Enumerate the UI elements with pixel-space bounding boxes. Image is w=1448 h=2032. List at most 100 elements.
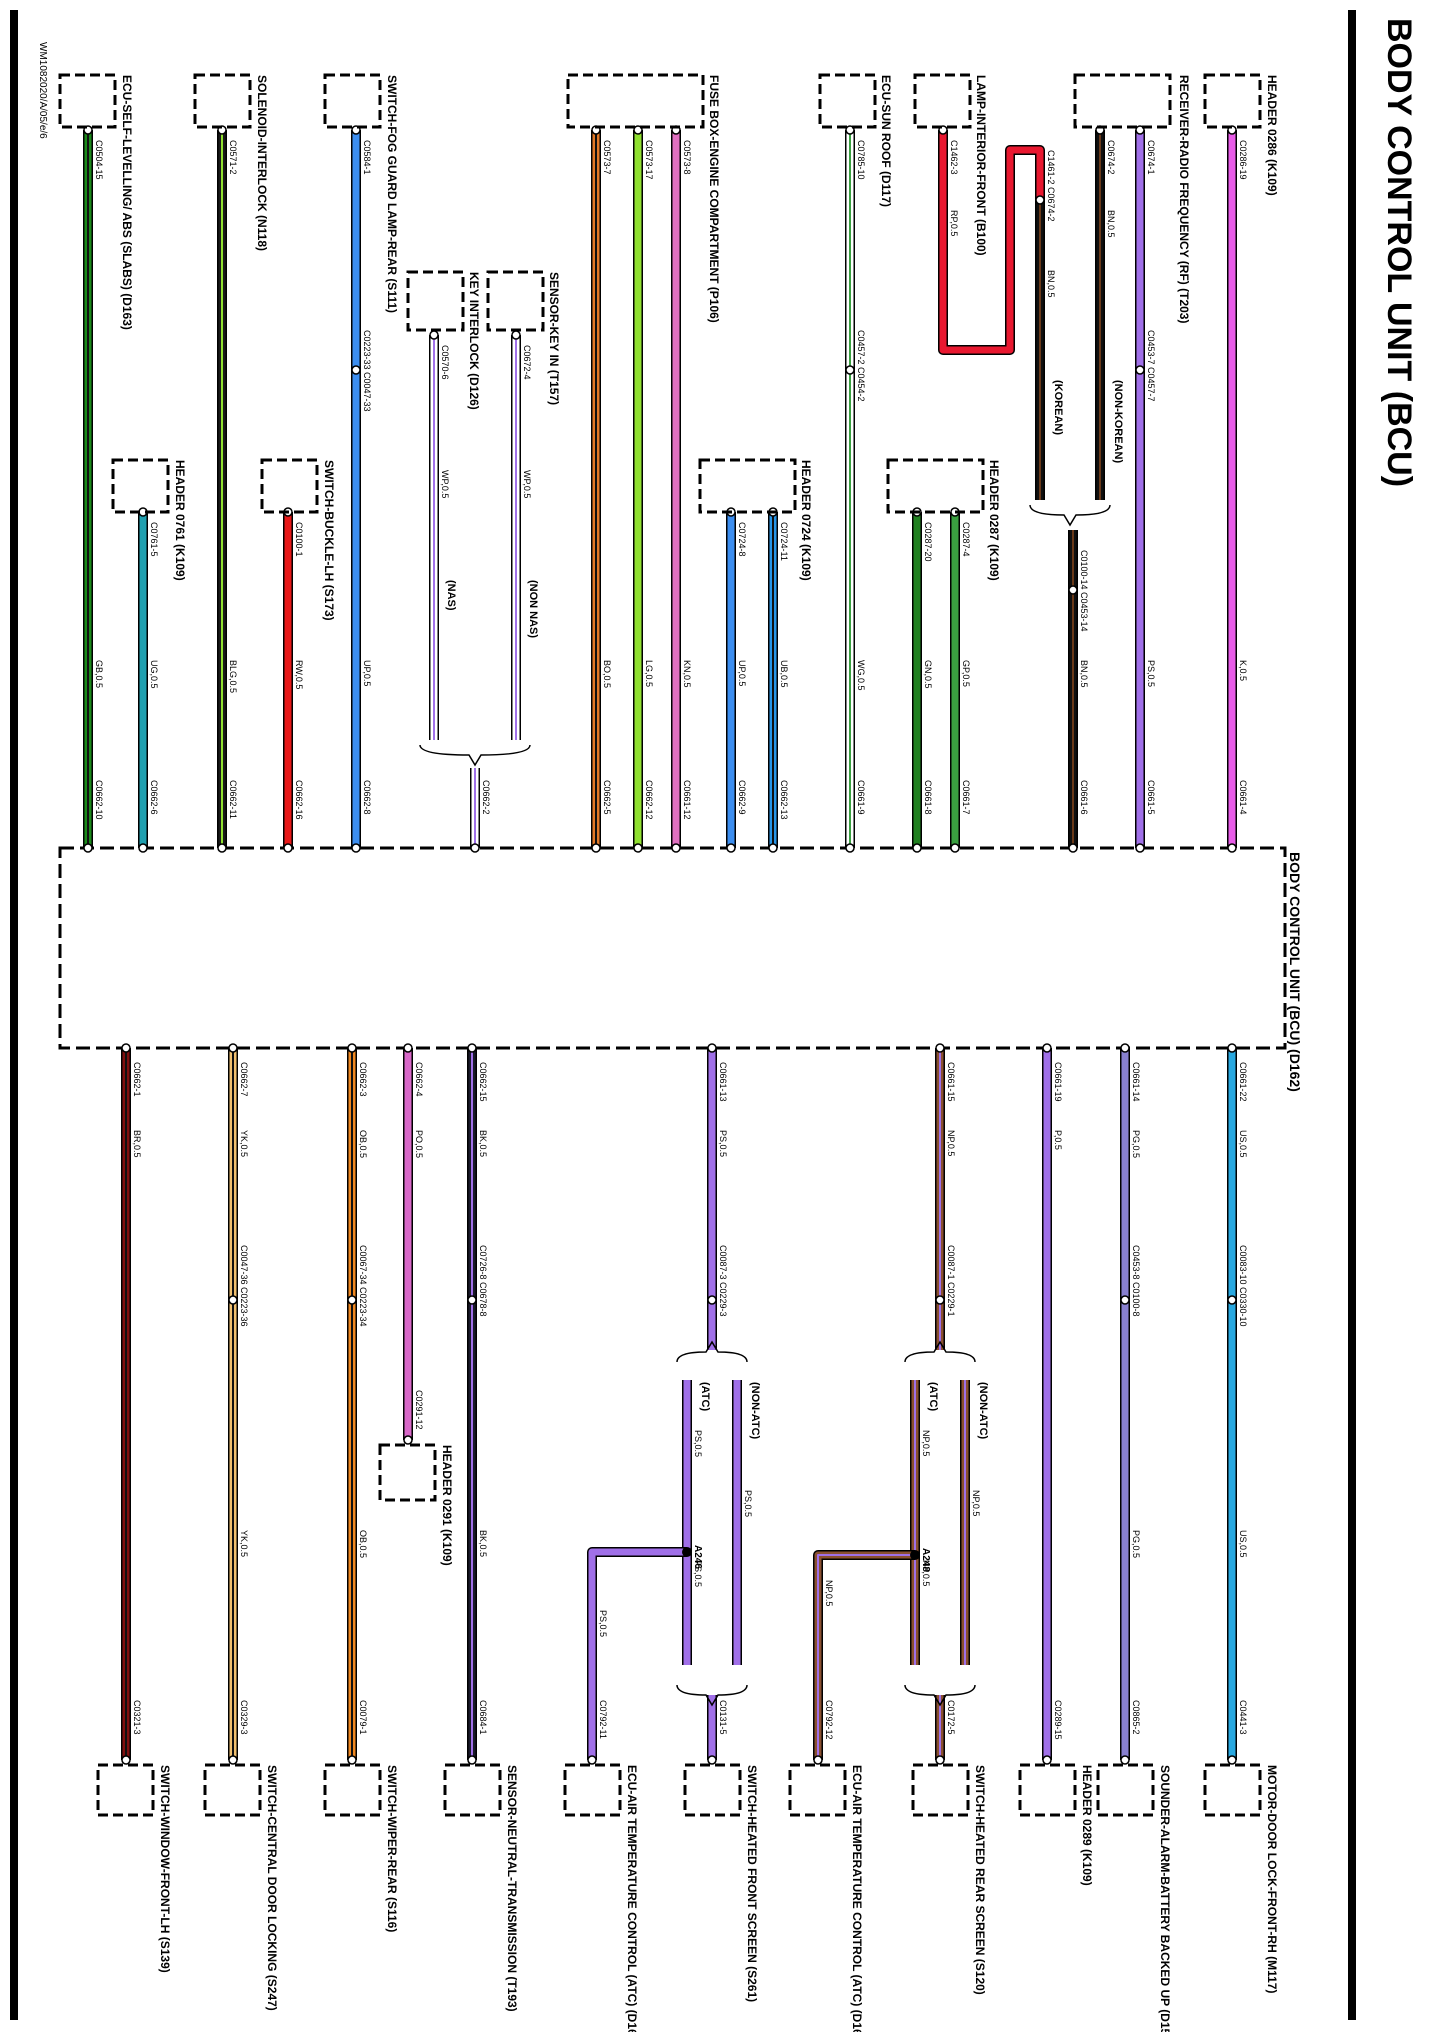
connector-box (788, 1763, 847, 1817)
wire-code-label: PO,0.5 (414, 1130, 424, 1158)
brace-nas (419, 744, 531, 767)
pin-c0662-8 (351, 843, 361, 853)
pin-c0662-3 (347, 1043, 357, 1053)
pin-label: C0792-11 (598, 1700, 608, 1739)
wire-code-label: WP,0.5 (522, 470, 532, 498)
component-name: SENSOR-KEY IN (T157) (547, 272, 561, 405)
inline-connector (228, 1295, 238, 1305)
connector-box (486, 270, 545, 332)
component-name: ECU-SUN ROOF (D117) (879, 75, 893, 207)
korean-pin-label: C1461-2 C0674-2 (1046, 150, 1056, 222)
component-name: SWITCH-WIPER-REAR (S116) (385, 1765, 399, 1932)
wire-code-label: NP,0.5 (824, 1580, 834, 1606)
component-name: FUSE BOX-ENGINE COMPARTMENT (P106) (707, 75, 721, 323)
bcu-pin-label: C0661-6 (1079, 780, 1089, 815)
pin-c0441-3 (1227, 1755, 1237, 1765)
wire-code-label: PG,0.5 (1131, 1130, 1141, 1158)
connector-box (683, 1763, 742, 1817)
connector-box (443, 1763, 502, 1817)
wire-code-label: P,0.5 (1053, 1130, 1063, 1150)
bcu-pin-label: C0662-4 (414, 1062, 424, 1097)
connector-box (1203, 1763, 1262, 1817)
pin-label: C0672-4 (522, 345, 532, 380)
pin-label: C0684-1 (478, 1700, 488, 1735)
wire-code-label: BR,0.5 (132, 1130, 142, 1158)
pin-c0662-1 (121, 1043, 131, 1053)
connector-box (566, 73, 705, 129)
inline-connector-label: C0453-7 C0457-7 (1146, 330, 1156, 402)
pin-c0662-6 (138, 843, 148, 853)
pin-label: C0441-3 (1238, 1700, 1248, 1735)
pin-c0662-9 (726, 843, 736, 853)
pin-label: C0724-11 (779, 522, 789, 561)
pin-label: C0573-7 (602, 140, 612, 175)
pin-label: C0724-8 (737, 522, 747, 557)
wire-code-label: BN,0.5 (1079, 660, 1089, 688)
component-name: SWITCH-BUCKLE-LH (S173) (322, 460, 336, 621)
wire-lamp-interior (938, 130, 1045, 355)
wire-code-label: PS,0.5 (598, 1610, 608, 1637)
pin-label: C0079-1 (358, 1700, 368, 1735)
bcu-pin-label: C0661-7 (961, 780, 971, 815)
brace-atc (904, 1684, 976, 1707)
splice-a246 (682, 1547, 692, 1557)
wire-code-label: RP,0.5 (949, 210, 959, 236)
pin-label: C0792-12 (824, 1700, 834, 1740)
brace-korean (1029, 504, 1111, 527)
pin-label: C0321-3 (132, 1700, 142, 1735)
variant-label-non-atc: (NON-ATC) (749, 1382, 761, 1440)
pin-label: C0172-5 (946, 1700, 956, 1735)
wire-code-label: PS,0.5 (718, 1130, 728, 1157)
pin-label: C0287-4 (961, 522, 971, 557)
pin-c0662-7 (228, 1043, 238, 1053)
pin-c0662-16 (283, 843, 293, 853)
bcu-pin-label: C0661-22 (1238, 1062, 1248, 1102)
variant-label-nas: (NAS) (445, 580, 457, 611)
wire-layer (58, 73, 1262, 1817)
bcu-pin-label: C0661-9 (856, 780, 866, 815)
bcu-pin-label: C0662-1 (132, 1062, 142, 1097)
pin-c0792-11 (587, 1755, 597, 1765)
connector-box (563, 1763, 622, 1817)
pin-label: C0100-1 (294, 522, 304, 557)
connector-box (1073, 73, 1172, 129)
inline-connector (845, 365, 855, 375)
component-name: SWITCH-FOG GUARD LAMP-REAR (S111) (385, 75, 399, 313)
wire-code-label: WG,0.5 (856, 660, 866, 691)
bcu-pin-label: C0662-7 (239, 1062, 249, 1097)
pin-c0661-15 (935, 1043, 945, 1053)
pin-label: C1462-3 (949, 140, 959, 175)
pin-c0662-10 (83, 843, 93, 853)
label-layer: C0286-19C0661-4K,0.5C0674-1C0661-5PS,0.5… (94, 75, 1279, 2032)
inline-connector (1227, 1295, 1237, 1305)
pin-c0661-19 (1042, 1043, 1052, 1053)
bcu-pin-label: C0662-16 (294, 780, 304, 820)
inline-connector-label: C0453-8 C0100-8 (1131, 1245, 1141, 1317)
pin-label: C0286-19 (1238, 140, 1248, 180)
pin-c0661-7 (950, 843, 960, 853)
connector-box (1018, 1763, 1077, 1817)
connector-box (58, 73, 117, 129)
wire-code-label: OB,0.5 (358, 1130, 368, 1158)
pin-c0661-4 (1227, 843, 1237, 853)
pin-c0662-11 (217, 843, 227, 853)
component-name: SOUNDER-ALARM-BATTERY BACKED UP (D154) (1158, 1765, 1172, 2032)
component-name: HEADER 0287 (K109) (987, 460, 1001, 581)
bcu-pin-label: C0661-12 (682, 780, 692, 820)
variant-label-non-korean: (NON-KOREAN) (1112, 380, 1124, 463)
bcu-pin-label: C0662-13 (779, 780, 789, 820)
pin-label: C0287-20 (923, 522, 933, 562)
pin-label: C0504-15 (94, 140, 104, 180)
pin-c0661-13 (707, 1043, 717, 1053)
bcu-pin-label: C0661-4 (1238, 780, 1248, 815)
pin-c0661-8 (912, 843, 922, 853)
page-title: BODY CONTROL UNIT (BCU) (1380, 18, 1418, 487)
wire-code-label: PS,0.5 (1146, 660, 1156, 687)
wire-code-label: BN,0.5 (1106, 210, 1116, 238)
inline-connector (935, 1295, 945, 1305)
pin-label: C0289-15 (1053, 1700, 1063, 1740)
wire-code-label: KN,0.5 (682, 660, 692, 688)
component-name: HEADER 0761 (K109) (173, 460, 187, 581)
inline-connector-label: C0067-34 C0223-34 (358, 1245, 368, 1327)
